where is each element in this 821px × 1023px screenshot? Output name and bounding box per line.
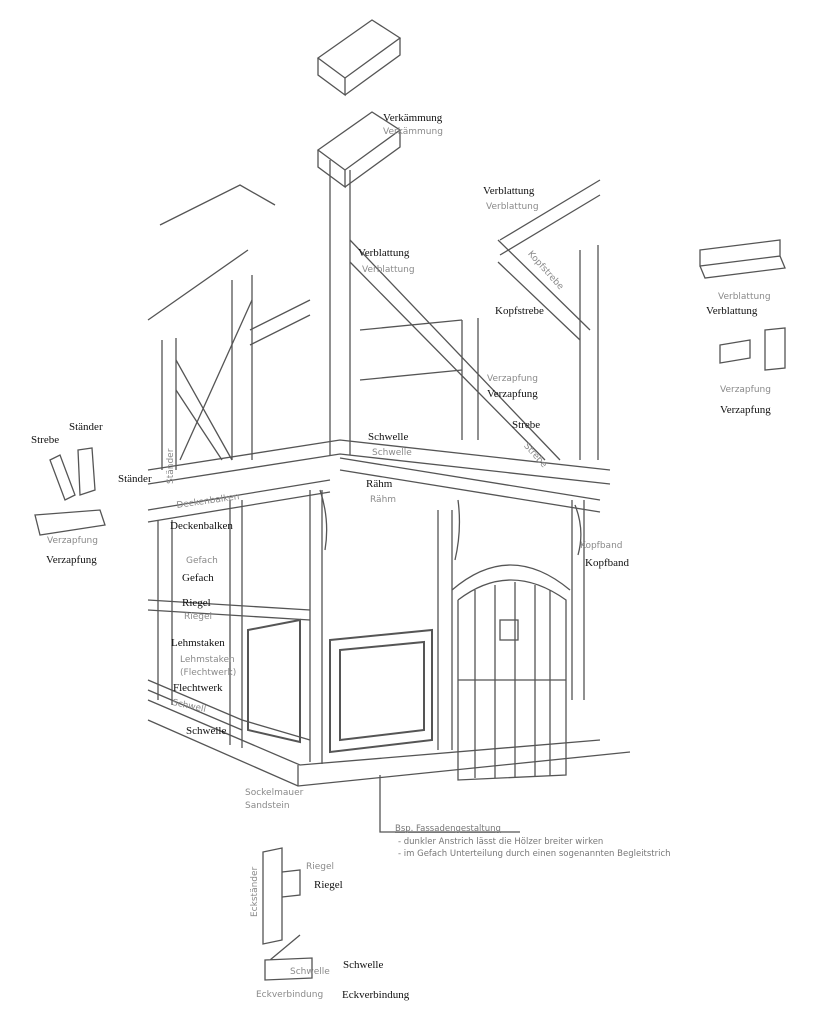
label-verblattung-right: Verblattung	[706, 305, 758, 317]
label-riegel-bottom: Riegel	[314, 879, 343, 891]
label-staender-mid: Ständer	[118, 473, 152, 485]
label-verzapfung-right-original: Verzapfung	[720, 385, 771, 395]
label-verkaemmung-original: Verkämmung	[383, 127, 443, 137]
facade-note-line: - im Gefach Unterteilung durch einen sog…	[398, 849, 671, 859]
label-schwelle-mid-original: Schwelle	[372, 448, 412, 458]
label-verblattung-mid-original: Verblattung	[362, 265, 415, 275]
label-sockelmauer: Sockelmauer	[245, 788, 304, 798]
label-eckverbindung: Eckverbindung	[342, 989, 410, 1001]
braces	[175, 239, 591, 461]
label-lehmstaken: Lehmstaken	[171, 637, 225, 649]
bottom-joint-details	[262, 847, 313, 981]
label-riegel-bottom-original: Riegel	[306, 862, 335, 872]
label-flechtwerk: Flechtwerk	[173, 682, 223, 694]
label-sandstein: Sandstein	[245, 801, 290, 811]
label-schwelle-mid: Schwelle	[368, 431, 409, 443]
label-verzapfung-left: Verzapfung	[46, 554, 97, 566]
label-verblattung-mid: Verblattung	[358, 247, 410, 259]
label-schwelle-bottom: Schwelle	[343, 959, 384, 971]
corbels	[319, 489, 582, 561]
label-verblattung-right-original: Verblattung	[718, 292, 771, 302]
label-raehm-original: Rähm	[370, 495, 397, 505]
label-verblattung-top: Verblattung	[483, 185, 535, 197]
label-riegel: Riegel	[182, 597, 211, 609]
label-kopfband: Kopfband	[585, 557, 629, 569]
plinth	[147, 699, 631, 833]
label-verkaemmung: Verkämmung	[383, 112, 443, 124]
facade-note: Bsp. Fassadengestaltung - dunkler Anstri…	[395, 825, 671, 859]
label-staender-mid-original: Ständer	[166, 448, 176, 484]
wall-panels	[247, 618, 433, 754]
label-verzapfung-right: Verzapfung	[720, 404, 771, 416]
label-raehm: Rähm	[366, 478, 393, 490]
label-staender-left: Ständer	[69, 421, 103, 433]
label-verzapfung-mid: Verzapfung	[487, 388, 538, 400]
label-verzapfung-left-original: Verzapfung	[47, 536, 98, 546]
label-lehmstaken-original: Lehmstaken	[180, 655, 235, 665]
label-flechtwerk-original: (Flechtwerk)	[180, 668, 237, 678]
label-kopfband-original: Kopfband	[580, 541, 623, 551]
label-schwelle-left: Schwelle	[186, 725, 227, 737]
label-gefach-original: Gefach	[186, 556, 218, 566]
left-joint-details	[34, 447, 106, 536]
beams	[147, 179, 611, 741]
label-verzapfung-mid-original: Verzapfung	[487, 374, 538, 384]
right-joint-details	[699, 239, 786, 371]
label-strebe-mid: Strebe	[512, 419, 541, 431]
facade-note-line: - dunkler Anstrich lässt die Hölzer brei…	[398, 836, 604, 847]
label-verblattung-top-original: Verblattung	[486, 202, 539, 212]
label-eckverbindung-original: Eckverbindung	[256, 990, 324, 1000]
label-gefach: Gefach	[182, 572, 214, 584]
label-schwelle-bottom-original: Schwelle	[290, 967, 330, 977]
label-strebe-left: Strebe	[31, 434, 60, 446]
facade-note-title: Bsp. Fassadengestaltung	[395, 824, 501, 834]
label-deckenbalken: Deckenbalken	[170, 520, 233, 532]
verkaemmung-detail	[316, 19, 402, 189]
door	[451, 564, 571, 781]
label-eckstaender: Eckständer	[250, 866, 260, 917]
label-kopfstrebe: Kopfstrebe	[495, 305, 544, 317]
label-riegel-original: Riegel	[184, 612, 213, 622]
